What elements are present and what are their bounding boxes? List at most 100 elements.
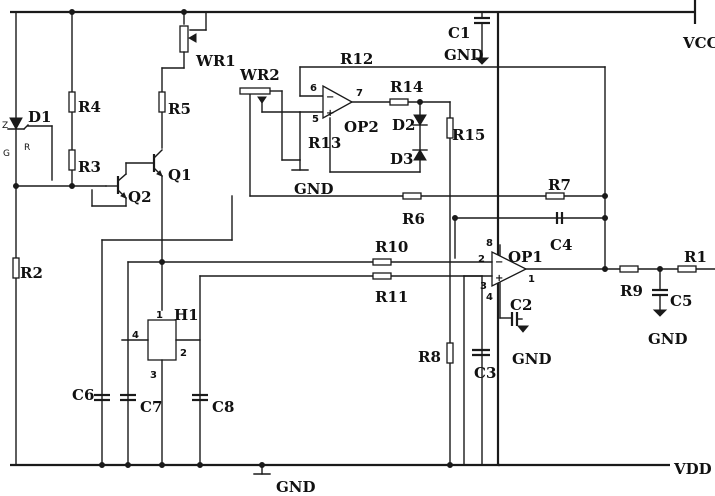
r14-resistor <box>389 98 409 106</box>
d1-label: D1 <box>28 108 51 126</box>
d1-z-pin-label: Z <box>2 121 8 131</box>
c4-capacitor <box>555 212 564 224</box>
c4-label: C4 <box>550 236 572 254</box>
vcc-label: VCC <box>682 34 715 52</box>
op2-pin6-label: 6 <box>310 83 317 94</box>
c6-capacitor <box>94 393 110 402</box>
r15-resistor <box>446 117 454 139</box>
c1-label: C1 <box>448 24 470 42</box>
r1-label: R1 <box>684 248 707 266</box>
c3-label: C3 <box>474 364 496 382</box>
wr1-potentiometer <box>179 25 189 53</box>
junction-dots <box>13 9 663 468</box>
wr2-label: WR2 <box>239 66 280 84</box>
h1-pin2-label: 2 <box>180 348 187 359</box>
op2-plus-label: + <box>326 108 334 119</box>
op2-label: OP2 <box>344 118 379 136</box>
q1-transistor <box>125 149 163 177</box>
d3-label: D3 <box>390 150 413 168</box>
c1-gnd-symbol <box>474 57 490 65</box>
c8-label: C8 <box>212 398 234 416</box>
c2-label: C2 <box>510 296 532 314</box>
r12-label: R12 <box>340 50 373 68</box>
op2-gnd-label: GND <box>294 180 334 198</box>
wr1-label: WR1 <box>195 52 236 70</box>
r2-resistor <box>12 257 20 279</box>
op1-pin1-label: 1 <box>528 274 535 285</box>
r11-label: R11 <box>375 288 408 306</box>
q1-label: Q1 <box>168 166 192 184</box>
op2-minus-label: − <box>326 92 334 103</box>
r4-label: R4 <box>78 98 101 116</box>
op1-pin2-label: 2 <box>478 254 485 265</box>
h1-pin4-label: 4 <box>132 330 139 341</box>
c5-capacitor <box>652 288 668 297</box>
op2-pin7-label: 7 <box>356 88 363 99</box>
d1-g-pin-label: G <box>3 149 10 159</box>
op2-pin5-label: 5 <box>312 114 319 125</box>
vcc-rail <box>10 0 697 24</box>
wr2-wiper-arrow <box>257 96 267 104</box>
r6-label: R6 <box>402 210 425 228</box>
d1-r-pin-label: R <box>24 143 30 153</box>
op1-amplifier <box>491 250 606 288</box>
gnd-rail <box>10 463 500 475</box>
c5-gnd-symbol <box>652 309 668 317</box>
r3-label: R3 <box>78 158 101 176</box>
op1-minus-label: − <box>495 257 503 268</box>
d2-diode <box>412 114 428 126</box>
c7-capacitor <box>120 393 136 402</box>
wr1-wiper-arrow <box>187 33 197 43</box>
c8-capacitor <box>192 393 208 402</box>
r8-resistor <box>446 342 454 364</box>
r11-resistor <box>372 272 392 280</box>
r9-resistor <box>619 265 639 273</box>
r5-label: R5 <box>168 100 191 118</box>
c7-label: C7 <box>140 398 162 416</box>
h1-pin1-label: 1 <box>156 310 163 321</box>
vdd-rail <box>496 12 670 467</box>
c1-capacitor <box>474 16 490 25</box>
op1-pin4-label: 4 <box>486 292 493 303</box>
r4-resistor <box>68 91 76 113</box>
d3-diode <box>412 149 428 161</box>
r7-label: R7 <box>548 176 571 194</box>
c6-label: C6 <box>72 386 94 404</box>
gnd-label-bottom: GND <box>276 478 316 496</box>
c3-capacitor <box>472 348 490 357</box>
c2-capacitor <box>510 312 519 326</box>
r15-label: R15 <box>452 126 485 144</box>
wr2-potentiometer <box>239 87 271 95</box>
op1-pin3-label: 3 <box>480 281 487 292</box>
r6-resistor <box>402 192 422 200</box>
r13-label: R13 <box>308 134 341 152</box>
d1-regulator <box>7 117 29 131</box>
r3-resistor <box>68 149 76 171</box>
c5-gnd-label: GND <box>648 330 688 348</box>
c2-gnd-label: GND <box>512 350 552 368</box>
r7-resistor <box>545 192 565 200</box>
op1-label: OP1 <box>508 248 543 266</box>
r5-resistor <box>158 91 166 113</box>
r2-label: R2 <box>20 264 43 282</box>
c1-gnd-label: GND <box>444 46 484 64</box>
c2-gnd-symbol <box>516 325 530 333</box>
h1-sensor <box>147 319 177 361</box>
op1-plus-label: + <box>495 273 503 284</box>
h1-pin3-label: 3 <box>150 370 157 381</box>
r9-label: R9 <box>620 282 643 300</box>
q2-label: Q2 <box>128 188 152 206</box>
r8-label: R8 <box>418 348 441 366</box>
r1-resistor <box>677 265 697 273</box>
h1-label: H1 <box>174 306 199 324</box>
r10-label: R10 <box>375 238 408 256</box>
op2-amplifier <box>322 84 421 120</box>
q2-transistor <box>91 162 127 207</box>
op1-pin8-label: 8 <box>486 238 493 249</box>
d2-label: D2 <box>392 116 415 134</box>
c5-label: C5 <box>670 292 692 310</box>
vdd-label: VDD <box>673 460 712 478</box>
r10-resistor <box>372 258 392 266</box>
